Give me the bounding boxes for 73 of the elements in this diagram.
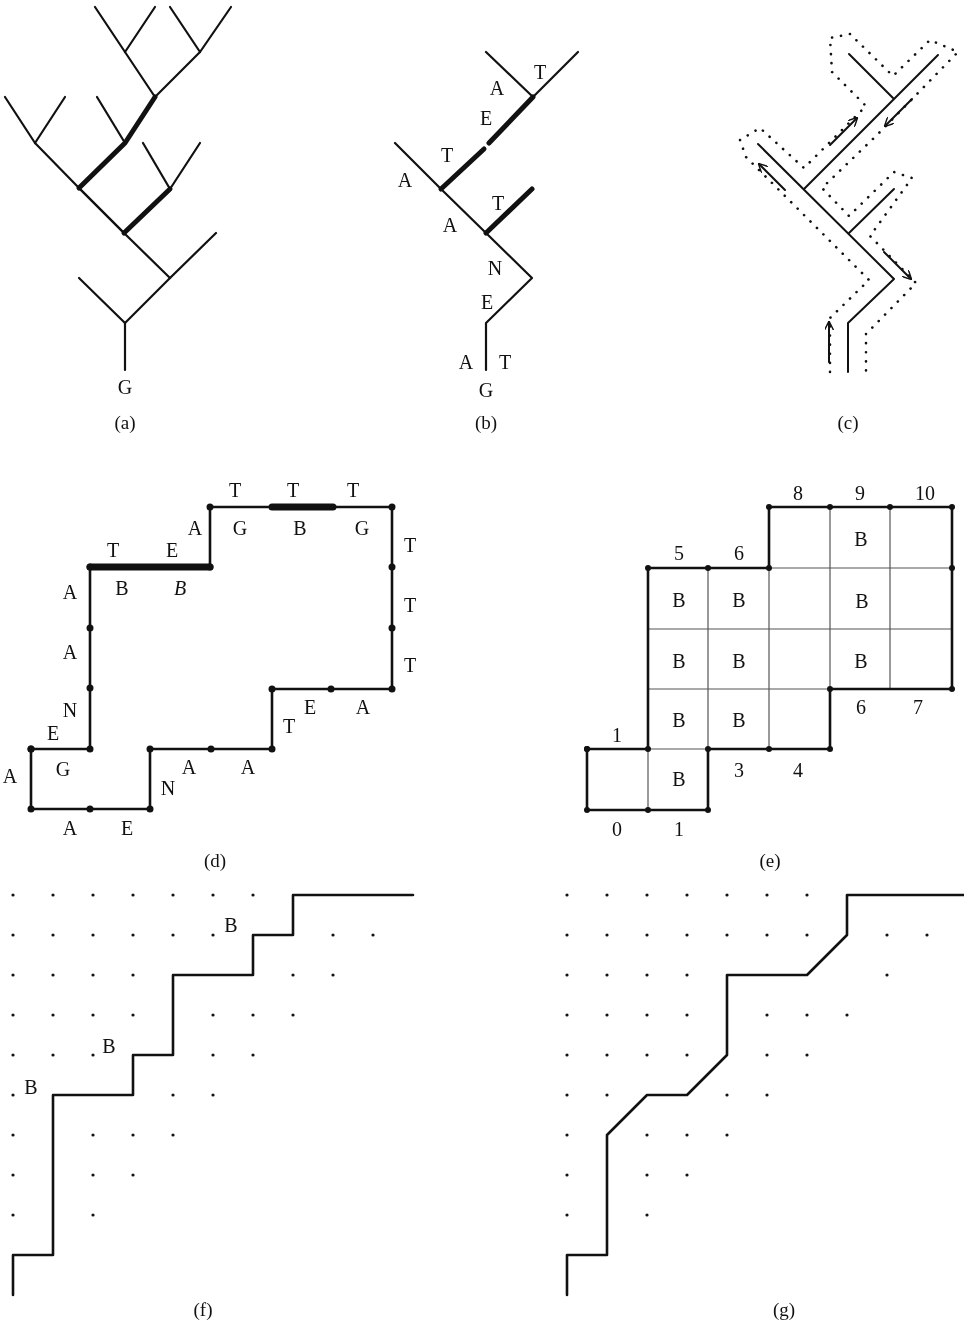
letter-label: B	[293, 518, 307, 538]
grid-label: B	[672, 590, 686, 610]
panel-label: (f)	[193, 1299, 213, 1319]
letter-label: G	[232, 518, 248, 538]
letter-label: T	[533, 62, 547, 82]
letter-label: B	[224, 915, 238, 935]
letter-label: A	[187, 518, 203, 538]
letter-label: E	[165, 540, 179, 560]
panel-label: (e)	[759, 850, 781, 870]
letter-label: A	[397, 170, 413, 190]
letter-label: A	[355, 697, 371, 717]
letter-label: B	[102, 1036, 116, 1056]
letter-label: B	[115, 578, 129, 598]
letter-label: A	[489, 78, 505, 98]
grid-label: 5	[674, 543, 684, 563]
grid-label: 10	[915, 483, 935, 503]
letter-label: E	[46, 723, 60, 743]
letter-label: T	[403, 595, 417, 615]
grid-label: B	[854, 529, 868, 549]
letter-label: E	[480, 292, 494, 312]
grid-label: 1	[612, 725, 622, 745]
letter-label: G	[55, 759, 71, 779]
panel-label: (c)	[837, 412, 859, 432]
letter-label: E	[120, 818, 134, 838]
letter-label: N	[160, 778, 176, 798]
grid-label: 6	[856, 697, 866, 717]
grid-label: B	[672, 710, 686, 730]
grid-label: 7	[913, 697, 923, 717]
letter-label: T	[440, 145, 454, 165]
grid-label: B	[732, 590, 746, 610]
letter-label: G	[354, 518, 370, 538]
letter-label: T	[346, 480, 360, 500]
letter-label: G	[117, 377, 133, 397]
panel-label: (b)	[474, 412, 498, 432]
letter-label: T	[228, 480, 242, 500]
grid-label: 6	[734, 543, 744, 563]
letter-label: A	[62, 642, 78, 662]
letter-label: T	[403, 535, 417, 555]
letter-label: T	[403, 655, 417, 675]
letter-label: G	[478, 380, 494, 400]
grid-label: B	[854, 651, 868, 671]
letter-label: A	[240, 757, 256, 777]
grid-label: B	[732, 651, 746, 671]
letter-label: N	[487, 258, 503, 278]
grid-label: 3	[734, 760, 744, 780]
letter-label: A	[181, 757, 197, 777]
grid-label: B	[732, 710, 746, 730]
letter-label: T	[286, 480, 300, 500]
letter-label: B	[173, 578, 187, 598]
grid-label: 0	[612, 819, 622, 839]
grid-label: B	[855, 591, 869, 611]
grid-label: B	[672, 651, 686, 671]
letter-label: E	[479, 108, 493, 128]
panel-label: (g)	[772, 1299, 796, 1319]
letter-label: A	[62, 818, 78, 838]
letter-label: T	[106, 540, 120, 560]
grid-label: B	[672, 769, 686, 789]
panel-label: (a)	[114, 412, 136, 432]
grid-label: 8	[793, 483, 803, 503]
letter-label: A	[458, 352, 474, 372]
grid-label: 1	[674, 819, 684, 839]
grid-label: 4	[793, 760, 803, 780]
letter-label: T	[282, 716, 296, 736]
letter-label: T	[491, 193, 505, 213]
panel-label: (d)	[203, 850, 227, 870]
grid-label: 9	[855, 483, 865, 503]
letter-label: E	[303, 697, 317, 717]
letter-label: T	[498, 352, 512, 372]
letter-label: A	[62, 582, 78, 602]
letter-label: A	[2, 766, 18, 786]
letter-label: N	[62, 700, 78, 720]
letter-label: B	[24, 1077, 38, 1097]
letter-label: A	[442, 215, 458, 235]
